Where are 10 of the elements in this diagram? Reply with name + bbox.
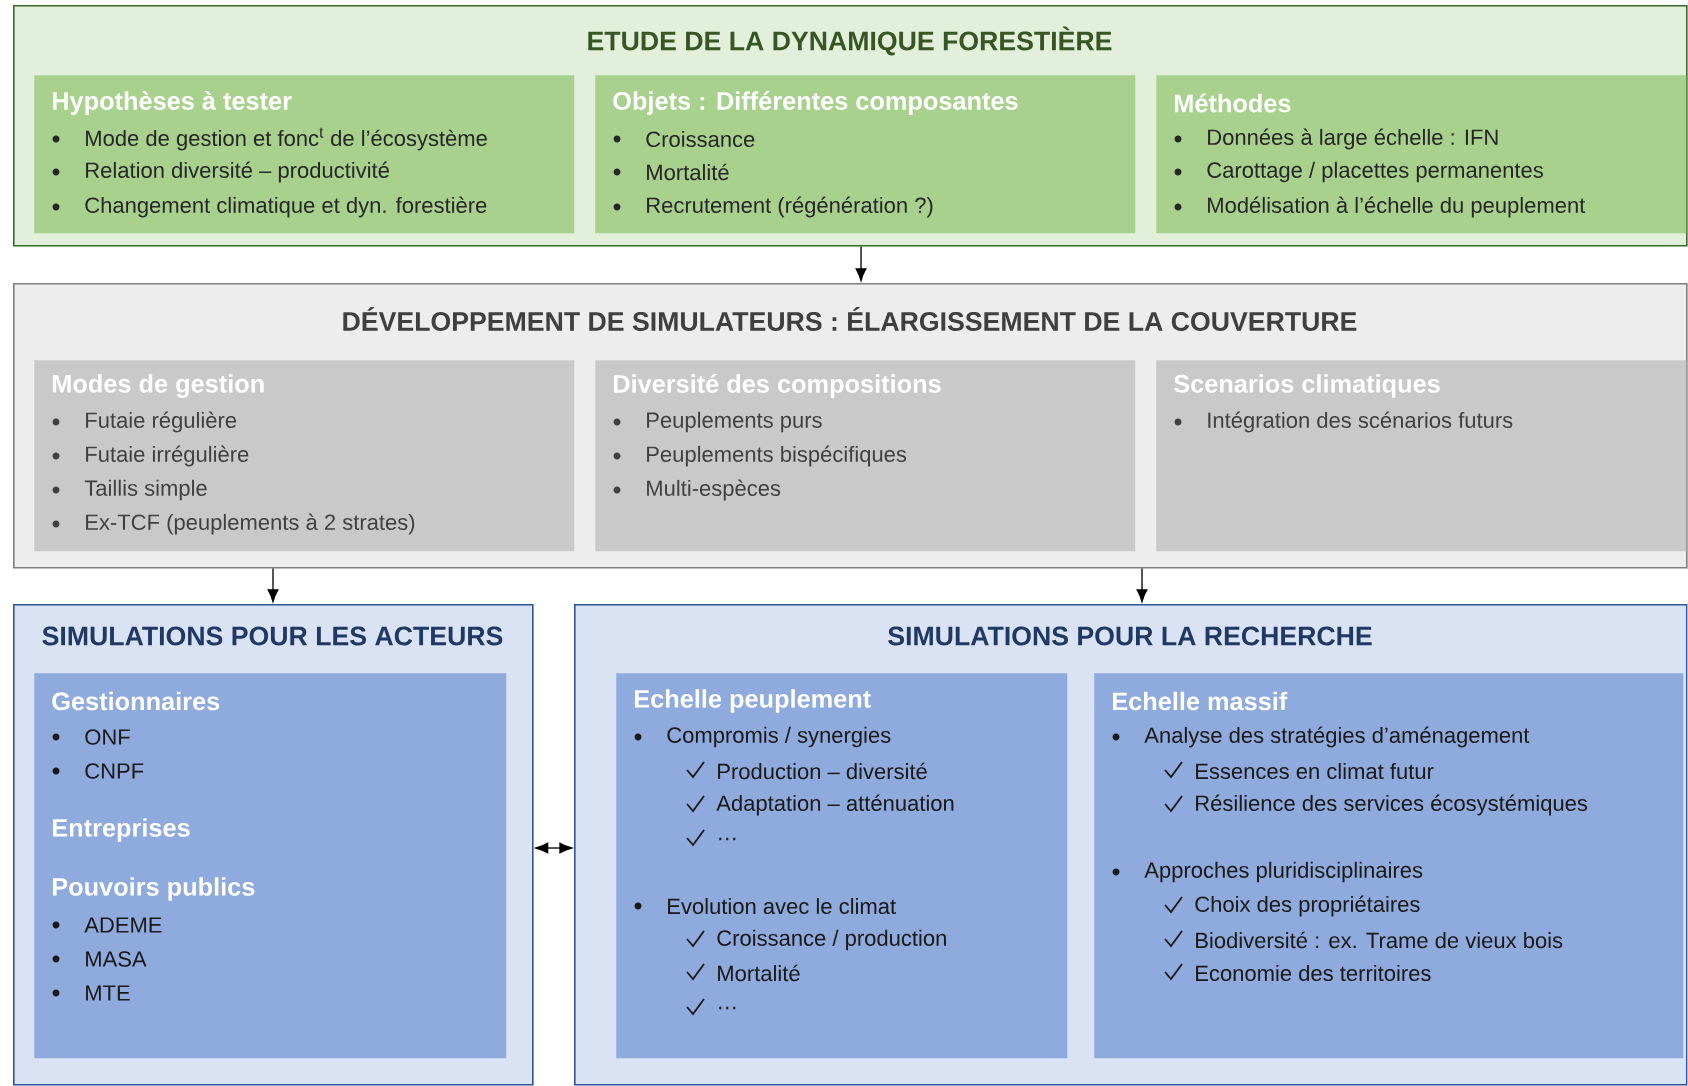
content-box: Objets : Différentes composantes Croissance Mortalité Recrutement (régénération ?) xyxy=(595,75,1136,234)
arrow xyxy=(1136,567,1148,603)
content-box: Hypothèses à tester Mode de gestion et fonc$^{t}$ de l’écosystème Relation diversité – productivité Changement climatique et dyn. forestière xyxy=(34,75,575,234)
content-box: Echelle peuplement Compromis / synergies Production – diversité Adaptation – atténuation … Evolution avec le climat Croissance / production Mortalité … xyxy=(616,673,1068,1059)
arrow xyxy=(267,567,279,603)
arrow xyxy=(535,842,573,854)
arrow xyxy=(855,245,867,282)
content-box: Echelle massif Analyse des stratégies d’aménagement Essences en climat futur Résilience des services écosystémiques Approches pluridisciplinaires Choix des propriétaires Biodiversité : ex. Trame de vieux bois Economie des territoires xyxy=(1094,673,1684,1059)
content-box: Méthodes Données à large échelle : IFN Carottage / placettes permanentes Modélisation à l’échelle du peuplement xyxy=(1156,75,1687,234)
content-box: Gestionnaires ONF CNPF Entreprises Pouvoirs publics ADEME MASA MTE xyxy=(34,673,507,1059)
